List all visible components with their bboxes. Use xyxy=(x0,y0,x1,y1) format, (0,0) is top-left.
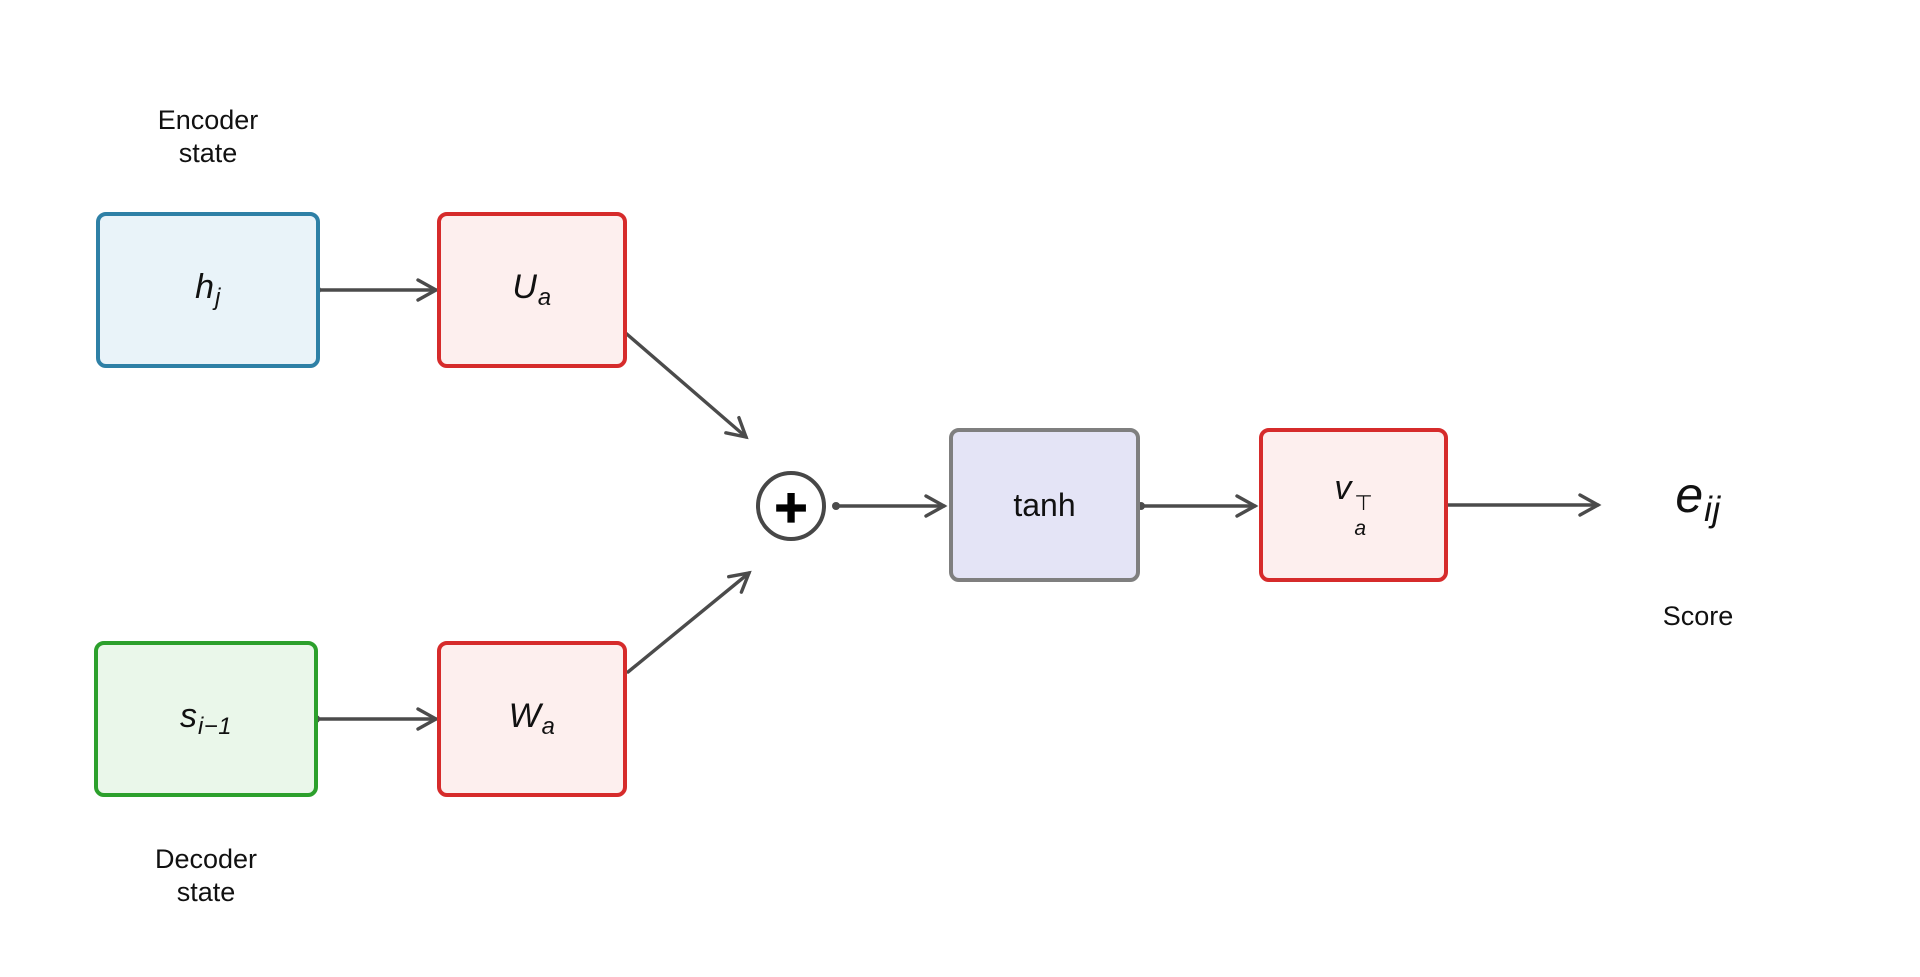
wa-weight-matrix-node: Wa xyxy=(437,641,627,797)
decoder-state-label-line1: Decoder xyxy=(154,844,258,874)
score-label: Score xyxy=(1662,601,1734,631)
e-ij-label: eij xyxy=(1675,467,1721,529)
decoder-state-label: Decoder state xyxy=(94,843,318,909)
score-output-value: eij xyxy=(1598,470,1798,527)
decoder-state-label-line2: state xyxy=(176,876,236,907)
u-a-label: Ua xyxy=(512,268,552,312)
encoder-state-label-line2: state xyxy=(178,137,238,168)
tanh-label: tanh xyxy=(1013,487,1076,523)
tanh-activation-node: tanh xyxy=(949,428,1140,582)
w-a-label: Wa xyxy=(508,697,556,741)
encoder-hidden-state-node: hj xyxy=(96,212,320,368)
va-vector-node: v⊤a xyxy=(1259,428,1448,582)
decoder-state-node: si−1 xyxy=(94,641,318,797)
s-i-1-label: si−1 xyxy=(180,697,232,741)
ua-weight-matrix-node: Ua xyxy=(437,212,627,368)
arrow-tail-dot xyxy=(832,502,840,510)
h-j-label: hj xyxy=(195,268,221,312)
v-a-transpose-label: v⊤a xyxy=(1334,468,1373,541)
encoder-state-label-line1: Encoder xyxy=(157,105,259,135)
plus-icon: + xyxy=(773,482,810,533)
encoder-state-label: Encoder state xyxy=(96,104,320,170)
sum-node xyxy=(756,471,826,541)
arrow-ua-to-sum xyxy=(619,327,749,440)
arrow-wa-to-sum xyxy=(626,570,752,674)
